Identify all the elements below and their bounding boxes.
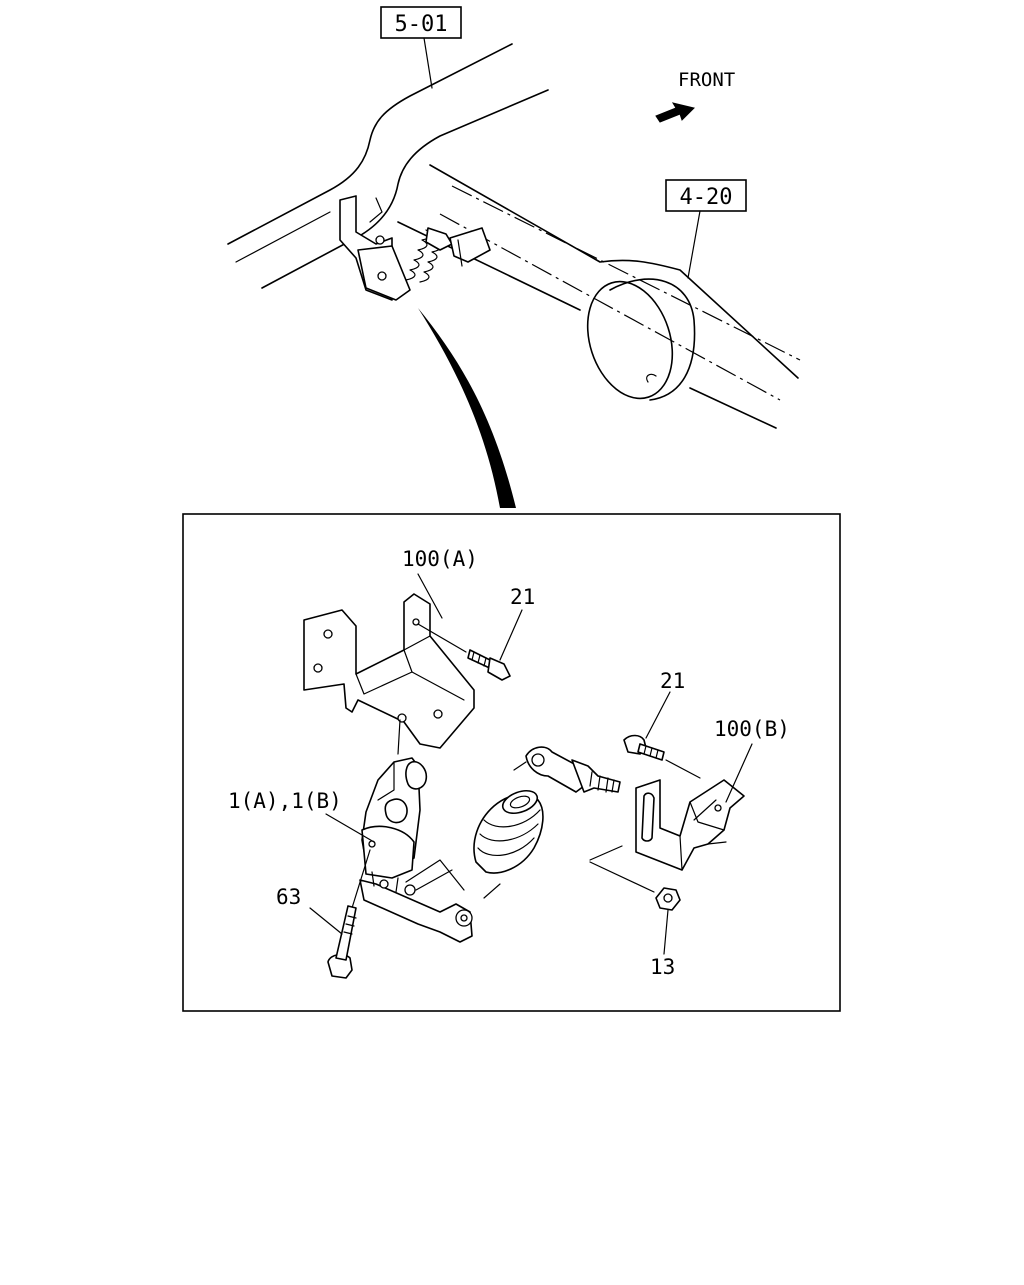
overview-frame-and-axle (227, 43, 801, 429)
height-sensor (359, 757, 473, 943)
front-direction-indicator: FRONT (655, 69, 735, 123)
callout-sensor: 1(A),1(B) (228, 789, 342, 813)
bolt-21-right (623, 734, 665, 761)
callout-63: 63 (276, 885, 301, 909)
callout-100a: 100(A) (402, 547, 478, 571)
frame-reference-label: 5-01 (395, 12, 448, 37)
bolt-63 (327, 905, 357, 979)
rubber-boot (473, 789, 544, 899)
callout-21-right: 21 (660, 669, 685, 693)
link-rod (513, 746, 621, 793)
nut-13 (655, 887, 681, 911)
callout-21-top: 21 (510, 585, 535, 609)
bracket-b (635, 779, 745, 871)
detail-pointer (418, 308, 516, 508)
front-label: FRONT (678, 69, 735, 91)
bracket-a (303, 593, 475, 749)
detail-frame (182, 513, 841, 1012)
bolt-21-top (467, 649, 511, 681)
reference-box-axle: 4-20 (665, 179, 747, 279)
reference-box-frame: 5-01 (380, 6, 462, 89)
front-arrow-icon (655, 102, 695, 123)
axle-reference-label: 4-20 (680, 185, 733, 210)
callout-100b: 100(B) (714, 717, 790, 741)
callout-13: 13 (650, 955, 675, 979)
